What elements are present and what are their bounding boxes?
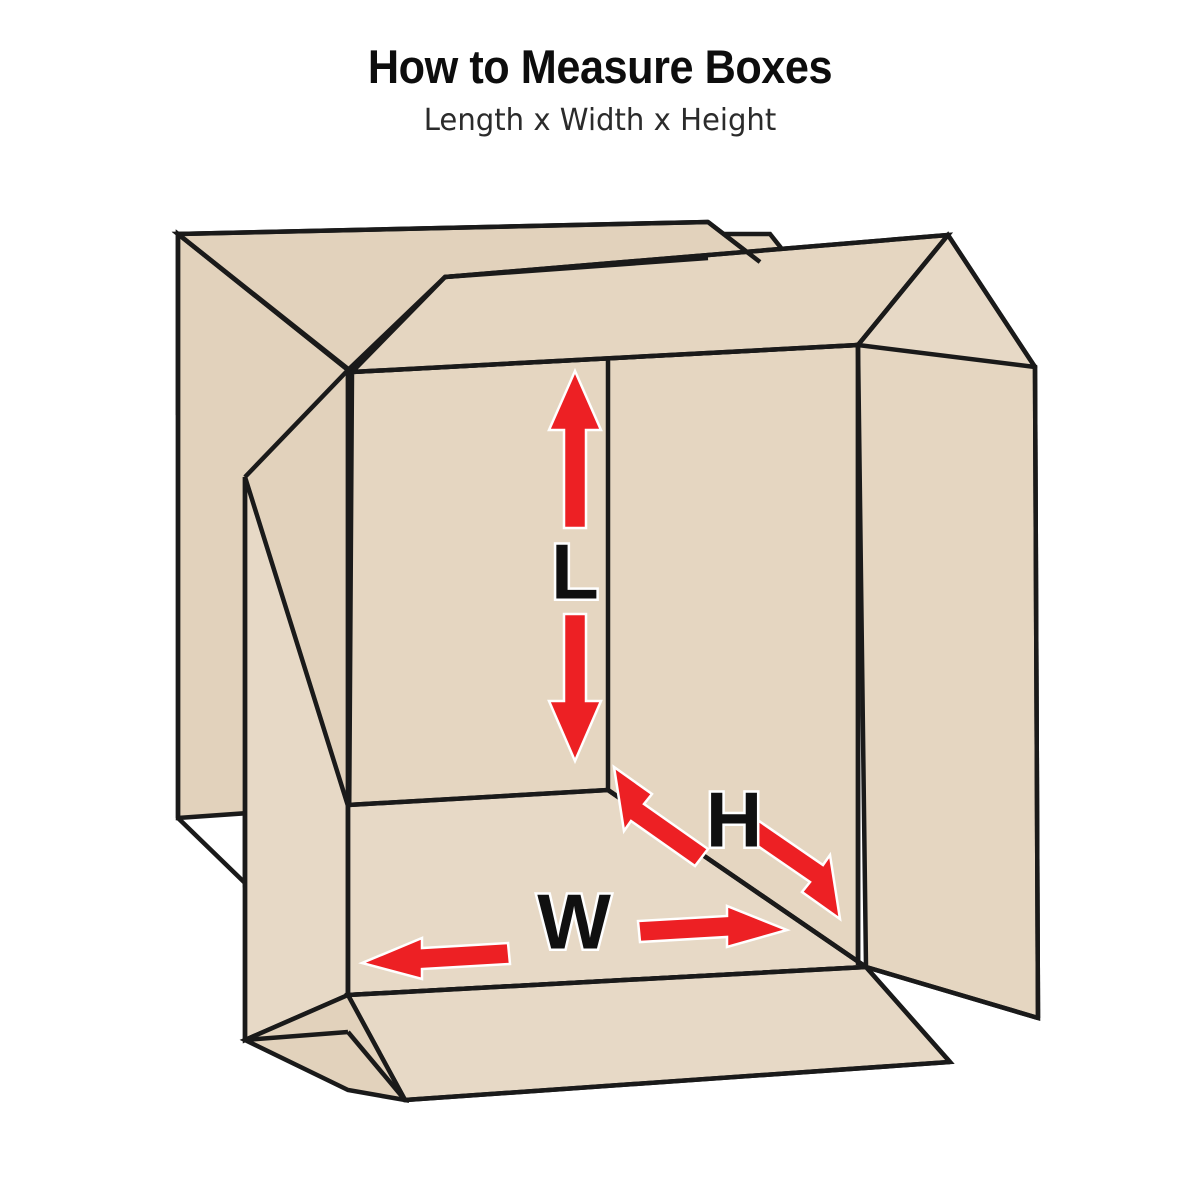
edge-right-outer-vertical — [1032, 366, 1041, 1019]
edge-floor-back — [347, 787, 609, 808]
box-body — [171, 219, 1041, 1104]
dimension-arrow-height: H — [612, 764, 842, 922]
box-edge-overlay — [175, 219, 1041, 1103]
edge-top-right-flap-left — [856, 233, 950, 347]
edge-bottom-left-notch — [244, 1029, 349, 1043]
page-subtitle: Length x Width x Height — [423, 102, 777, 138]
page-title: How to Measure Boxes — [367, 40, 833, 93]
edge-top-back-tip — [706, 220, 762, 264]
edge-left-bottom-diagonal — [176, 816, 247, 885]
length-arrow-up-head — [547, 367, 603, 530]
edge-bottom-flap-front — [404, 1059, 951, 1103]
dimension-arrow-length: L — [547, 367, 603, 765]
edge-right-bottom — [865, 964, 1039, 1021]
height-arrow-downright-head — [744, 819, 842, 922]
panel-right-open — [855, 342, 1041, 1022]
edge-top-right-flap-right — [946, 233, 1037, 369]
edge-floor-front — [347, 964, 867, 998]
edge-top-notch-diagonal — [346, 275, 447, 372]
header: How to Measure Boxes Length x Width x He… — [0, 0, 1200, 138]
width-arrow-right-head — [636, 904, 791, 949]
length-arrow-down-head — [547, 612, 603, 765]
width-arrow-left-head — [358, 936, 512, 981]
dimension-label-height: H — [706, 776, 762, 864]
edge-back-left-diagonal — [176, 232, 350, 372]
edge-top-back-upper — [177, 219, 709, 237]
dimension-label-width: W — [537, 878, 611, 966]
edge-top-front-flap-upper — [444, 232, 949, 280]
dimension-label-length: L — [551, 528, 599, 616]
height-arrow-upleft-head — [612, 764, 710, 868]
edge-bottom-flap-right — [864, 965, 952, 1064]
edge-bottom-flap-left — [346, 1030, 407, 1102]
edge-left-flap-diagonal — [243, 368, 350, 479]
edge-top-front-flap-lower — [351, 342, 859, 375]
dimension-arrow-width: W — [358, 875, 791, 981]
